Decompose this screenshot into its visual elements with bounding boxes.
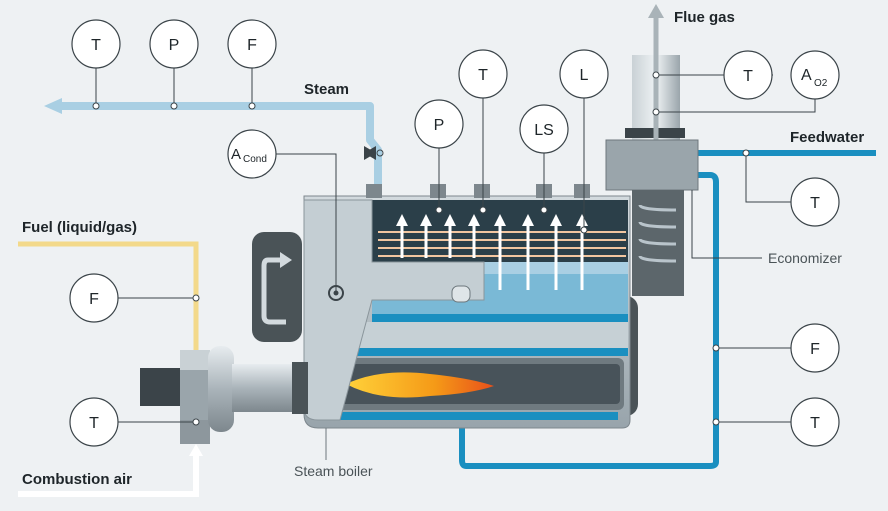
fuel-flow-instrument — [69, 273, 119, 323]
steam-label: Steam — [304, 81, 349, 98]
oxygen-analyzer-instrument — [790, 50, 840, 100]
feed-f2-label: F — [810, 341, 820, 358]
flue-a-sub: O2 — [814, 78, 828, 89]
air-temperature-instrument — [69, 397, 119, 447]
steam-boiler-label: Steam boiler — [294, 463, 373, 479]
signal-taps — [92, 71, 750, 426]
cond-a-sub: Cond — [243, 154, 267, 165]
steam-f-label: F — [247, 37, 257, 54]
signal-lines — [95, 68, 816, 423]
conductivity-analyzer-instrument — [227, 129, 277, 179]
level-instrument — [559, 49, 609, 99]
boiler-temperature-instrument — [458, 49, 508, 99]
flue-t-label: T — [743, 68, 753, 85]
chimney — [625, 4, 685, 145]
feed-t2-label: T — [810, 415, 820, 432]
instrument-circles — [69, 19, 840, 447]
level-switch-instrument — [519, 104, 569, 154]
feedwater-flow-instrument — [790, 323, 840, 373]
feedwater-label: Feedwater — [790, 129, 864, 146]
steam-t-label: T — [91, 37, 101, 54]
fuel-f-label: F — [89, 291, 99, 308]
steam-pressure-instrument — [149, 19, 199, 69]
steam-p-label: P — [169, 37, 180, 54]
boiler-l-label: L — [580, 67, 589, 84]
combustion-air-label: Combustion air — [22, 471, 132, 488]
steam-valve — [364, 146, 384, 160]
feedwater-temperature-instrument — [790, 177, 840, 227]
steam-boiler — [252, 184, 638, 429]
flue-temperature-instrument — [723, 50, 773, 100]
economizer-label: Economizer — [768, 250, 842, 266]
combustion-air-line — [18, 444, 203, 497]
cond-a-label: A — [231, 146, 241, 163]
boiler-p-label: P — [434, 117, 445, 134]
fuel-label: Fuel (liquid/gas) — [22, 219, 137, 236]
feedwater-temperature-2-instrument — [790, 397, 840, 447]
boiler-t-label: T — [478, 67, 488, 84]
air-t-label: T — [89, 415, 99, 432]
boiler-pressure-instrument — [414, 99, 464, 149]
burner — [140, 346, 308, 444]
flue-a-label: A — [801, 67, 812, 84]
flue-gas-label: Flue gas — [674, 9, 735, 26]
steam-line — [44, 98, 382, 186]
feed-t-label: T — [810, 195, 820, 212]
steam-temperature-instrument — [71, 19, 121, 69]
steam-flow-instrument — [227, 19, 277, 69]
economizer — [605, 139, 699, 296]
boiler-ls-label: LS — [534, 122, 554, 139]
